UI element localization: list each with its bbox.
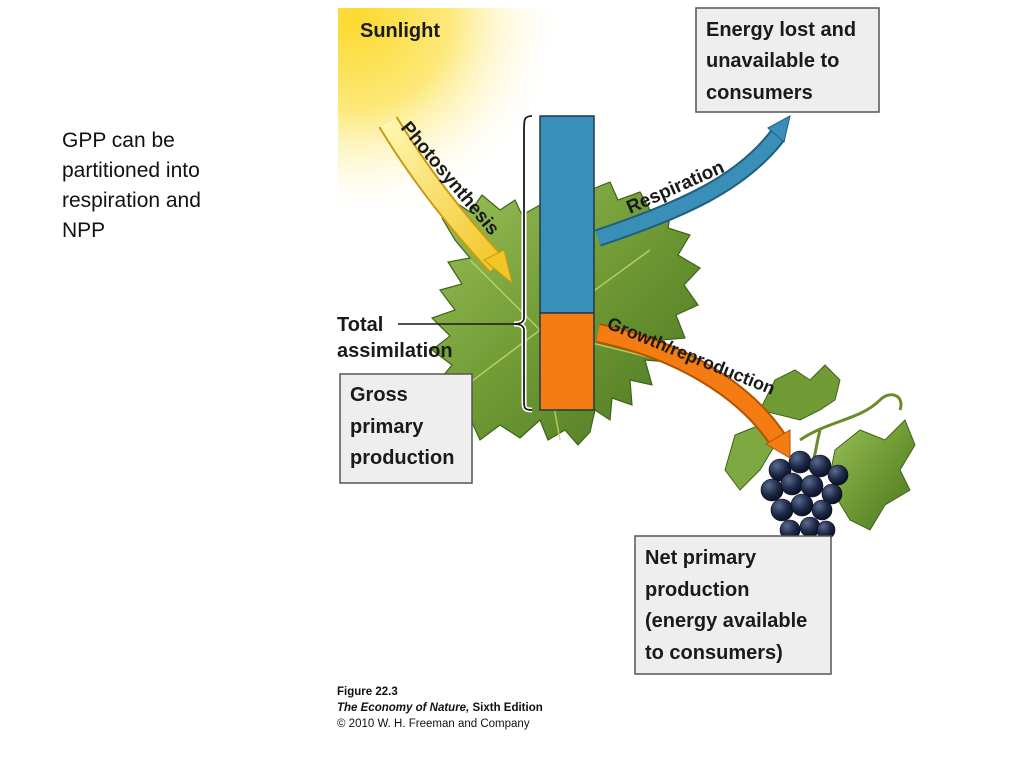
total-assimilation-label-line1: Total	[337, 314, 383, 336]
total-assimilation-label-line2: assimilation	[337, 340, 453, 362]
energy-lost-line2: unavailable to	[706, 50, 839, 72]
gpp-line1: Gross	[350, 384, 408, 406]
npp-line1: Net primary	[645, 547, 757, 569]
side-text-line: partitioned into	[62, 159, 200, 182]
npp-line4: to consumers)	[645, 642, 783, 664]
gpp-line2: primary	[350, 416, 424, 438]
energy-lost-line3: consumers	[706, 82, 813, 104]
growth-reproduction-arrow	[595, 323, 791, 459]
grape-cluster	[724, 364, 916, 591]
respiration-bar-segment	[539, 115, 595, 314]
side-text-line: respiration and	[62, 189, 201, 212]
gross-primary-production-box: Gross primary production	[339, 373, 473, 484]
book-edition: Sixth Edition	[469, 702, 542, 714]
book-title: The Economy of Nature,	[337, 702, 469, 714]
side-text-line: NPP	[62, 219, 106, 242]
side-text-line: GPP can be	[62, 129, 175, 152]
book-citation: The Economy of Nature, Sixth Edition	[337, 702, 543, 714]
growth-bar-segment	[539, 312, 595, 411]
net-primary-production-box: Net primary production (energy available…	[634, 535, 832, 675]
sunlight-glow	[338, 8, 558, 223]
energy-lost-box: Energy lost and unavailable to consumers	[695, 7, 880, 113]
npp-line3: (energy available	[645, 610, 807, 632]
gpp-stacked-bar	[539, 115, 595, 411]
sunlight-label: Sunlight	[360, 20, 440, 42]
gpp-line3: production	[350, 447, 454, 469]
energy-lost-line1: Energy lost and	[706, 19, 856, 41]
figure-caption: Figure 22.3 The Economy of Nature, Sixth…	[337, 686, 543, 730]
copyright-line: © 2010 W. H. Freeman and Company	[337, 718, 530, 730]
slide-body-text: GPP can be partitioned into respiration …	[62, 126, 252, 246]
npp-line2: production	[645, 579, 749, 601]
photosynthesis-arrow	[378, 116, 513, 285]
respiration-arrow	[595, 115, 791, 247]
figure-number: Figure 22.3	[337, 686, 398, 698]
